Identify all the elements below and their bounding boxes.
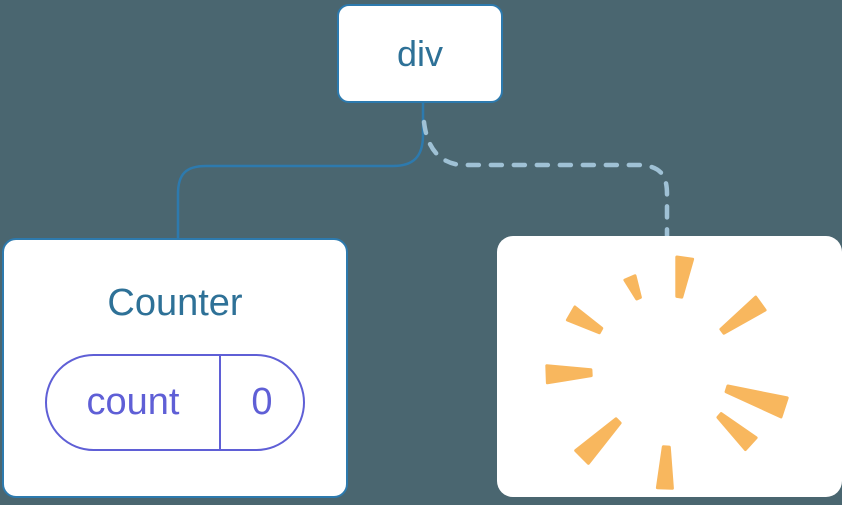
state-value: 0 bbox=[251, 381, 273, 423]
root-node-div: div bbox=[337, 4, 503, 103]
state-badge: count 0 bbox=[45, 354, 305, 451]
poof-ray bbox=[716, 412, 758, 451]
poof-ray bbox=[675, 255, 695, 299]
poof-ray bbox=[623, 274, 642, 301]
counter-component-title: Counter bbox=[107, 282, 243, 324]
poof-icon bbox=[545, 255, 789, 490]
solid-connector-line bbox=[176, 101, 425, 240]
poof-ray bbox=[574, 417, 622, 465]
poof-ray bbox=[545, 364, 593, 385]
dashed-connector-line bbox=[421, 119, 670, 241]
root-node-label: div bbox=[396, 32, 444, 74]
counter-component-card: Counter count 0 bbox=[2, 238, 348, 498]
state-key-label: count bbox=[86, 381, 180, 423]
poof-ray bbox=[565, 305, 604, 335]
state-badge-divider bbox=[219, 356, 221, 449]
removed-component-card bbox=[497, 236, 842, 497]
poof-ray bbox=[719, 295, 767, 335]
poof-ray bbox=[655, 445, 674, 490]
poof-ray bbox=[724, 384, 789, 419]
